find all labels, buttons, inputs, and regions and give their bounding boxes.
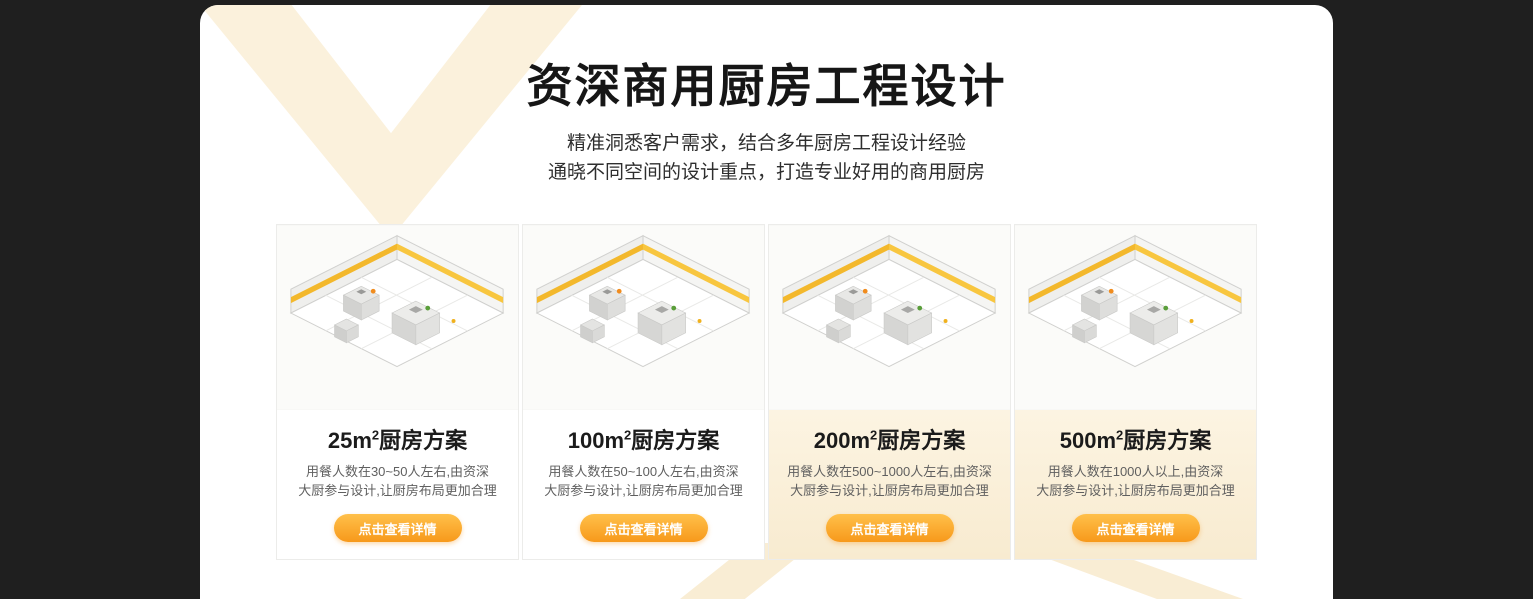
plan-card-title-rest: 厨房方案 [1123,428,1212,453]
kitchen-plan-image [769,225,1010,410]
plan-card-title-sup: 2 [1116,427,1124,443]
kitchen-plan-image [1015,225,1256,410]
plan-card-title-rest: 厨房方案 [631,428,720,453]
plan-card-body: 200m2厨房方案 用餐人数在500~1000人左右,由资深 大厨参与设计,让厨… [769,410,1010,559]
section-header: 资深商用厨房工程设计 精准洞悉客户需求，结合多年厨房工程设计经验 通晓不同空间的… [200,60,1333,187]
view-details-button[interactable]: 点击查看详情 [579,514,708,542]
plan-card-title: 100m2厨房方案 [568,423,720,455]
plan-card-description: 用餐人数在30~50人左右,由资深 大厨参与设计,让厨房布局更加合理 [298,462,497,500]
content-panel: 资深商用厨房工程设计 精准洞悉客户需求，结合多年厨房工程设计经验 通晓不同空间的… [200,5,1333,599]
plan-card-500m2[interactable]: 500m2厨房方案 用餐人数在1000人以上,由资深 大厨参与设计,让厨房布局更… [1014,224,1257,560]
plan-card-desc-line2: 大厨参与设计,让厨房布局更加合理 [1036,483,1235,498]
view-details-button[interactable]: 点击查看详情 [1071,514,1200,542]
plan-card-200m2[interactable]: 200m2厨房方案 用餐人数在500~1000人左右,由资深 大厨参与设计,让厨… [768,224,1011,560]
plan-card-desc-line2: 大厨参与设计,让厨房布局更加合理 [790,483,989,498]
plan-card-25m2[interactable]: 25m2厨房方案 用餐人数在30~50人左右,由资深 大厨参与设计,让厨房布局更… [276,224,519,560]
plan-card-description: 用餐人数在500~1000人左右,由资深 大厨参与设计,让厨房布局更加合理 [787,462,992,500]
kitchen-plan-image [277,225,518,410]
plan-card-title: 25m2厨房方案 [328,423,467,455]
plan-card-title: 200m2厨房方案 [814,423,966,455]
plan-cards-row: 25m2厨房方案 用餐人数在30~50人左右,由资深 大厨参与设计,让厨房布局更… [200,224,1333,560]
plan-card-desc-line2: 大厨参与设计,让厨房布局更加合理 [544,483,743,498]
plan-card-desc-line1: 用餐人数在50~100人左右,由资深 [548,464,739,479]
plan-card-body: 500m2厨房方案 用餐人数在1000人以上,由资深 大厨参与设计,让厨房布局更… [1015,410,1256,559]
plan-card-desc-line1: 用餐人数在1000人以上,由资深 [1047,464,1224,479]
plan-card-title-size: 200m [813,428,871,453]
plan-card-title-rest: 厨房方案 [877,428,966,453]
plan-card-title-sup: 2 [870,427,878,443]
plan-card-title-sup: 2 [624,427,632,443]
view-details-button[interactable]: 点击查看详情 [825,514,954,542]
section-title: 资深商用厨房工程设计 [526,60,1007,112]
plan-card-title-sup: 2 [371,427,380,443]
plan-card-100m2[interactable]: 100m2厨房方案 用餐人数在50~100人左右,由资深 大厨参与设计,让厨房布… [522,224,765,560]
plan-card-title-size: 25m [327,428,372,453]
section-subtitle-line1: 精准洞悉客户需求，结合多年厨房工程设计经验 [566,133,966,154]
plan-card-description: 用餐人数在50~100人左右,由资深 大厨参与设计,让厨房布局更加合理 [544,462,743,500]
plan-card-body: 100m2厨房方案 用餐人数在50~100人左右,由资深 大厨参与设计,让厨房布… [523,410,764,559]
plan-card-title-size: 100m [567,428,625,453]
plan-card-title-size: 500m [1059,428,1117,453]
plan-card-desc-line1: 用餐人数在30~50人左右,由资深 [305,464,490,479]
kitchen-plan-image [523,225,764,410]
plan-card-title-rest: 厨房方案 [379,428,468,453]
chevron-decoration-bottom-right [1038,555,1243,599]
plan-card-desc-line2: 大厨参与设计,让厨房布局更加合理 [298,483,497,498]
section-subtitle-line2: 通晓不同空间的设计重点，打造专业好用的商用厨房 [547,162,985,183]
plan-card-body: 25m2厨房方案 用餐人数在30~50人左右,由资深 大厨参与设计,让厨房布局更… [277,410,518,559]
plan-card-description: 用餐人数在1000人以上,由资深 大厨参与设计,让厨房布局更加合理 [1036,462,1235,500]
view-details-button[interactable]: 点击查看详情 [333,514,462,542]
plan-card-desc-line1: 用餐人数在500~1000人左右,由资深 [787,464,992,479]
plan-card-title: 500m2厨房方案 [1060,423,1212,455]
